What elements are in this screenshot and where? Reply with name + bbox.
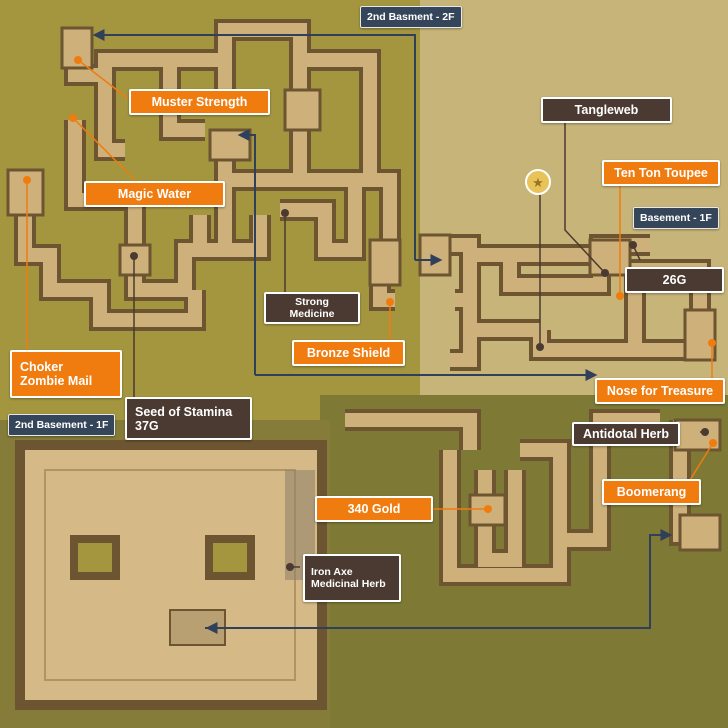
connector-b2f-nose: [237, 129, 256, 375]
marker-iron-axe: [286, 563, 294, 571]
marker-26g: [629, 241, 637, 249]
marker-boomerang: [709, 439, 717, 447]
strong-medicine-line-2: Medicine: [289, 308, 335, 320]
seed-line: Seed of Stamina: [135, 405, 233, 419]
marker-choker: [23, 176, 31, 184]
floor-label-basement-1f: Basement - 1F: [633, 207, 719, 229]
connector-lines: [92, 29, 673, 634]
label-magic-water: Magic Water: [84, 181, 225, 207]
zombie-mail-line: Zombie Mail: [20, 374, 93, 388]
marker-tangleweb: [601, 269, 609, 277]
label-ten-ton-toupee: Ten Ton Toupee: [602, 160, 720, 186]
marker-seed: [130, 252, 138, 260]
marker-ten-ton: [616, 292, 624, 300]
label-strong-medicine: Strong Medicine: [264, 292, 360, 324]
floor-b2f-floor: [18, 23, 397, 327]
iron-axe-line: Iron Axe: [311, 566, 353, 578]
floor-label-2nd-basement-1f: 2nd Basement - 1F: [8, 414, 116, 436]
label-26g: 26G: [625, 267, 724, 293]
connector-b2f-top: [92, 29, 416, 260]
label-muster-strength: Muster Strength: [129, 89, 270, 115]
label-choker-zombie-mail: Choker Zombie Mail: [10, 350, 122, 398]
label-340-gold: 340 Gold: [315, 496, 433, 522]
item-markers: ★: [23, 56, 717, 571]
marker-muster-strength: [74, 56, 82, 64]
floor-b2-1f-hall: [15, 440, 327, 710]
marker-bronze-shield: [386, 298, 394, 306]
medicinal-herb-line: Medicinal Herb: [311, 578, 386, 590]
marker-340-gold: [484, 505, 492, 513]
label-seed-of-stamina: Seed of Stamina 37G: [125, 397, 252, 440]
strong-medicine-line-1: Strong: [295, 296, 329, 308]
floor-label-2nd-basement-2f: 2nd Basment - 2F: [360, 6, 462, 28]
leader-lines: [26, 59, 714, 568]
marker-magic-water: [69, 114, 77, 122]
marker-nose: [708, 339, 716, 347]
marker-chest: [536, 343, 544, 351]
seed-gold-line: 37G: [135, 419, 159, 433]
label-tangleweb: Tangleweb: [541, 97, 672, 123]
marker-strong-medicine: [281, 209, 289, 217]
label-antidotal-herb: Antidotal Herb: [572, 422, 680, 446]
label-iron-axe-medicinal-herb: Iron Axe Medicinal Herb: [303, 554, 401, 602]
marker-antidotal: [701, 428, 709, 436]
label-nose-for-treasure: Nose for Treasure: [595, 378, 725, 404]
svg-text:★: ★: [532, 176, 544, 191]
medal-icon: [525, 169, 551, 195]
label-boomerang: Boomerang: [602, 479, 701, 505]
label-bronze-shield: Bronze Shield: [292, 340, 405, 366]
choker-line: Choker: [20, 360, 64, 374]
